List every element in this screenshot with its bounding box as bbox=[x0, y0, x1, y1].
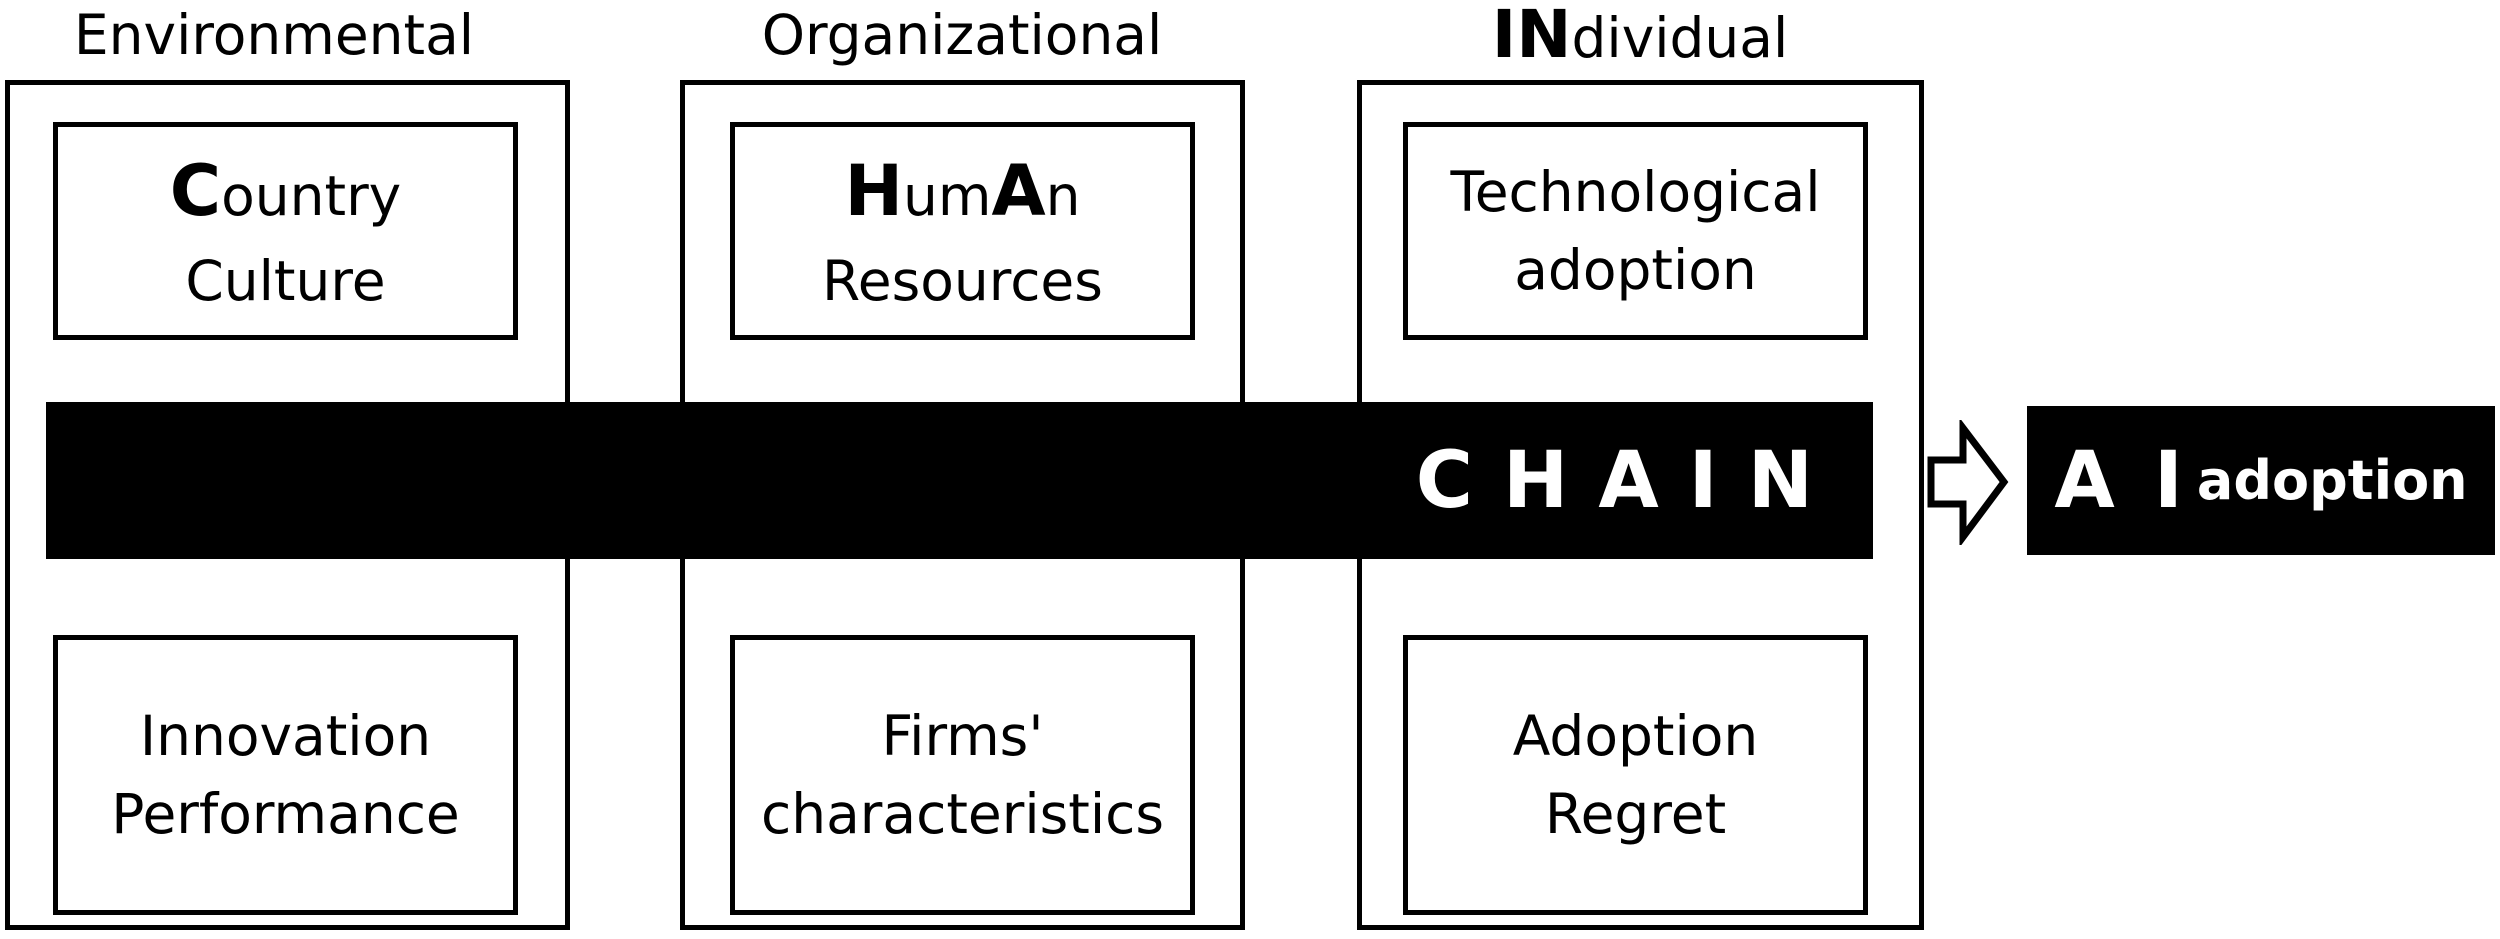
country-culture-line2: Culture bbox=[185, 248, 386, 313]
ai-adoption-word: adoption bbox=[2196, 449, 2468, 512]
human-resources-box: HumAn Resources bbox=[730, 122, 1195, 340]
environmental-heading: Environmental bbox=[73, 3, 475, 67]
ai-letters: A I bbox=[2054, 435, 2189, 526]
organizational-heading: Organizational bbox=[761, 3, 1163, 67]
human-resources-line1: HumAn bbox=[844, 142, 1080, 241]
human-resources-line2: Resources bbox=[822, 248, 1103, 313]
adoption-regret-box: Adoption Regret bbox=[1403, 635, 1868, 915]
firms-characteristics-line2: characteristics bbox=[760, 782, 1165, 846]
individual-heading: INdividual bbox=[1360, 2, 1920, 68]
individual-heading-initials: IN bbox=[1491, 0, 1572, 73]
country-rest: ountry bbox=[221, 164, 402, 229]
firms-characteristics-line1: Firms' bbox=[881, 703, 1044, 768]
ai-adoption-box: A I adoption bbox=[2027, 406, 2495, 555]
human-initial-h: H bbox=[844, 150, 904, 233]
individual-heading-rest: dividual bbox=[1571, 6, 1789, 70]
chain-label: CHAIN bbox=[1415, 435, 1843, 526]
human-part-n: n bbox=[1045, 164, 1081, 229]
technological-adoption-line1: Technological bbox=[1450, 159, 1821, 224]
technological-adoption-box: Technological adoption bbox=[1403, 122, 1868, 340]
adoption-regret-line1: Adoption bbox=[1512, 703, 1759, 768]
adoption-regret-line2: Regret bbox=[1544, 782, 1727, 846]
country-initial: C bbox=[169, 150, 222, 233]
right-arrow-icon bbox=[1927, 420, 2009, 545]
country-culture-line1: Country bbox=[170, 142, 401, 241]
innovation-performance-box: Innovation Performance bbox=[53, 635, 518, 915]
firms-characteristics-box: Firms' characteristics bbox=[730, 635, 1195, 915]
innovation-performance-line2: Performance bbox=[111, 782, 460, 846]
human-part-um: um bbox=[903, 164, 992, 229]
country-culture-box: Country Culture bbox=[53, 122, 518, 340]
technological-adoption-line2: adoption bbox=[1514, 238, 1757, 302]
chain-bar: CHAIN bbox=[46, 402, 1873, 559]
innovation-performance-line1: Innovation bbox=[139, 703, 432, 768]
human-initial-a: A bbox=[991, 150, 1046, 233]
